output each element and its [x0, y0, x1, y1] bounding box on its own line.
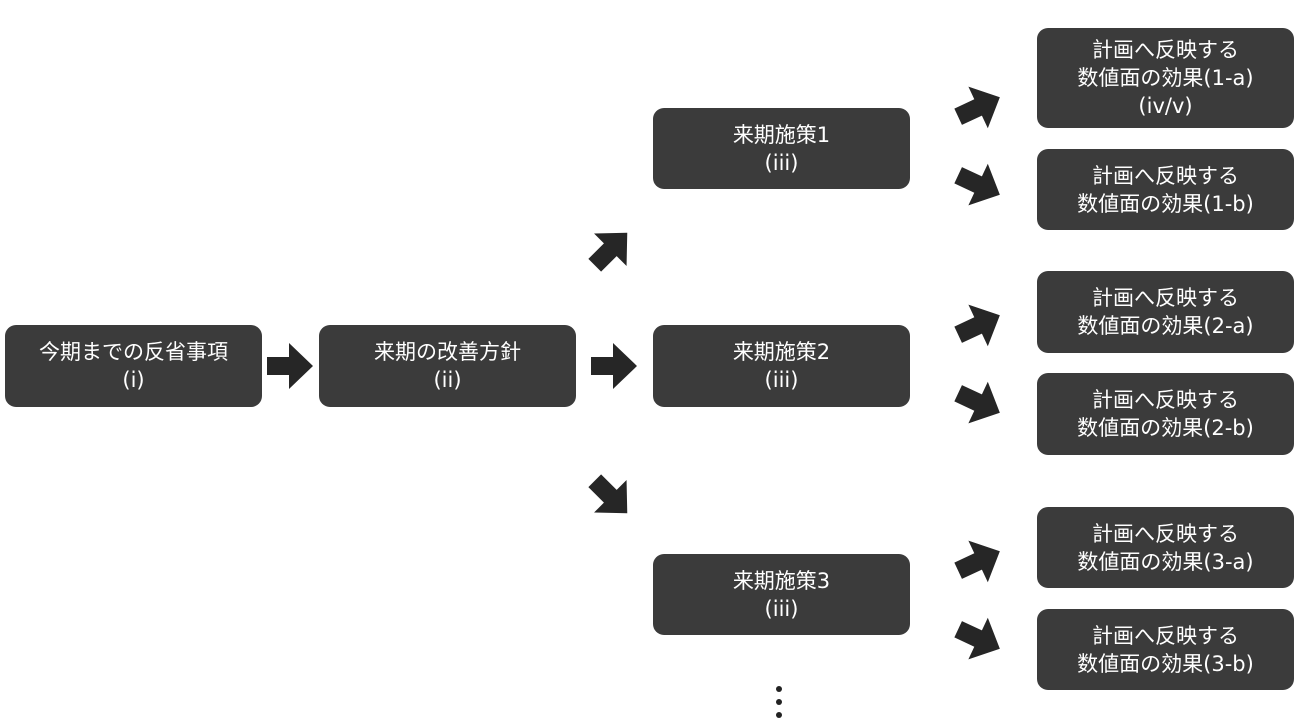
- effect-metric: 数値面の効果(3-b): [1077, 651, 1254, 676]
- effect-metric: 数値面の効果(3-a): [1077, 549, 1254, 574]
- down-right-arrow-icon: [954, 163, 1000, 206]
- current-reflection-box: 今期までの反省事項 (i): [5, 325, 262, 407]
- effect-label: 計画へ反映する: [1092, 388, 1239, 412]
- up-right-arrow-icon: [588, 232, 628, 272]
- current-reflection-code: (i): [122, 368, 145, 392]
- measure-label: 来期施策3: [732, 568, 831, 593]
- effect-metric: 数値面の効果(2-b): [1077, 416, 1254, 440]
- effect-box-1a: 計画へ反映する 数値面の効果(1-a) (iv/v): [1037, 28, 1294, 128]
- right-arrow-icon: [267, 343, 313, 389]
- measure-label: 来期施策1: [732, 122, 831, 147]
- effect-label: 計画へ反映する: [1092, 38, 1239, 62]
- right-arrow-icon: [591, 343, 637, 389]
- up-right-arrow-icon: [954, 304, 1000, 347]
- effect-label: 計画へ反映する: [1092, 521, 1239, 546]
- effect-box-3a: 計画へ反映する 数値面の効果(3-a): [1037, 507, 1294, 588]
- effect-box-2b: 計画へ反映する 数値面の効果(2-b): [1037, 373, 1294, 455]
- effect-code: (iv/v): [1138, 94, 1193, 118]
- improvement-policy-box: 来期の改善方針 (ii): [319, 325, 576, 407]
- measure-box-3: 来期施策3 (iii): [653, 554, 910, 635]
- vertical-ellipsis-icon: [776, 686, 782, 720]
- effect-label: 計画へ反映する: [1092, 286, 1239, 310]
- effect-label: 計画へ反映する: [1092, 623, 1239, 648]
- up-right-arrow-icon: [954, 540, 1000, 583]
- effect-metric: 数値面の効果(2-a): [1077, 314, 1254, 338]
- measure-code: (iii): [764, 150, 799, 175]
- measure-box-2: 来期施策2 (iii): [653, 325, 910, 407]
- current-reflection-label: 今期までの反省事項: [39, 340, 228, 364]
- down-right-arrow-icon: [954, 617, 1000, 660]
- up-right-arrow-icon: [954, 86, 1000, 129]
- effect-box-2a: 計画へ反映する 数値面の効果(2-a): [1037, 271, 1294, 353]
- measure-code: (iii): [764, 368, 799, 392]
- effect-metric: 数値面の効果(1-b): [1077, 191, 1254, 216]
- improvement-policy-label: 来期の改善方針: [374, 340, 521, 364]
- measure-box-1: 来期施策1 (iii): [653, 108, 910, 189]
- effect-box-3b: 計画へ反映する 数値面の効果(3-b): [1037, 609, 1294, 690]
- down-right-arrow-icon: [954, 381, 1000, 424]
- effect-metric: 数値面の効果(1-a): [1077, 66, 1254, 90]
- effect-box-1b: 計画へ反映する 数値面の効果(1-b): [1037, 149, 1294, 230]
- measure-label: 来期施策2: [732, 340, 831, 364]
- measure-code: (iii): [764, 596, 799, 621]
- down-right-arrow-icon: [588, 474, 628, 514]
- effect-label: 計画へ反映する: [1092, 163, 1239, 188]
- improvement-policy-code: (ii): [433, 368, 462, 392]
